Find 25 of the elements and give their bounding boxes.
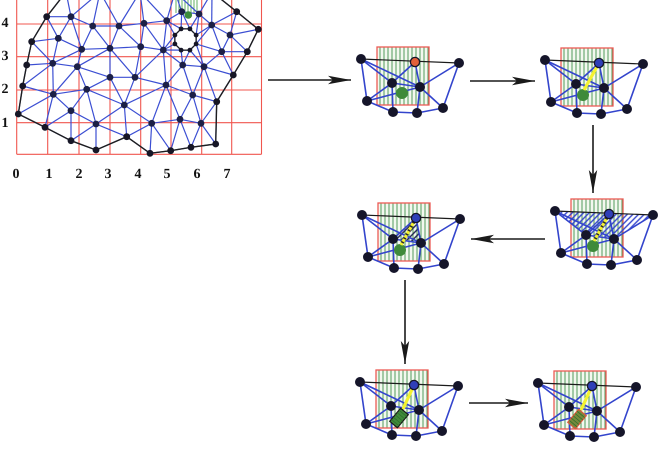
arrow — [470, 76, 535, 86]
axis-tick-label: 2 — [76, 168, 82, 182]
mesh-detail-drawing — [357, 202, 466, 275]
axis-tick-label: 4 — [2, 17, 8, 31]
axis-tick-label: 3 — [104, 168, 112, 182]
arrow — [471, 234, 545, 244]
mesh-detail-drawing — [550, 198, 659, 271]
arrow — [400, 280, 410, 364]
axis-tick-label: 6 — [194, 168, 200, 182]
arrow — [588, 125, 598, 193]
arrow — [268, 76, 351, 84]
axis-tick-label: 1 — [46, 168, 52, 182]
axis-tick-label: 4 — [134, 168, 142, 182]
mesh-detail-drawing — [356, 46, 465, 119]
axis-tick-label: 0 — [12, 168, 20, 182]
axis-tick-label: 7 — [224, 168, 230, 182]
axis-tick-label: 3 — [2, 50, 8, 64]
axis-tick-label: 1 — [2, 117, 8, 131]
mesh-detail-drawing — [355, 369, 464, 442]
axis-tick-label: 5 — [164, 168, 170, 182]
mesh-detail-drawing — [540, 47, 649, 120]
mesh-detail-drawing — [533, 370, 642, 443]
arrow — [469, 398, 528, 408]
triangle-mesh-drawing — [14, 0, 263, 158]
axis-tick-label: 2 — [2, 83, 8, 97]
